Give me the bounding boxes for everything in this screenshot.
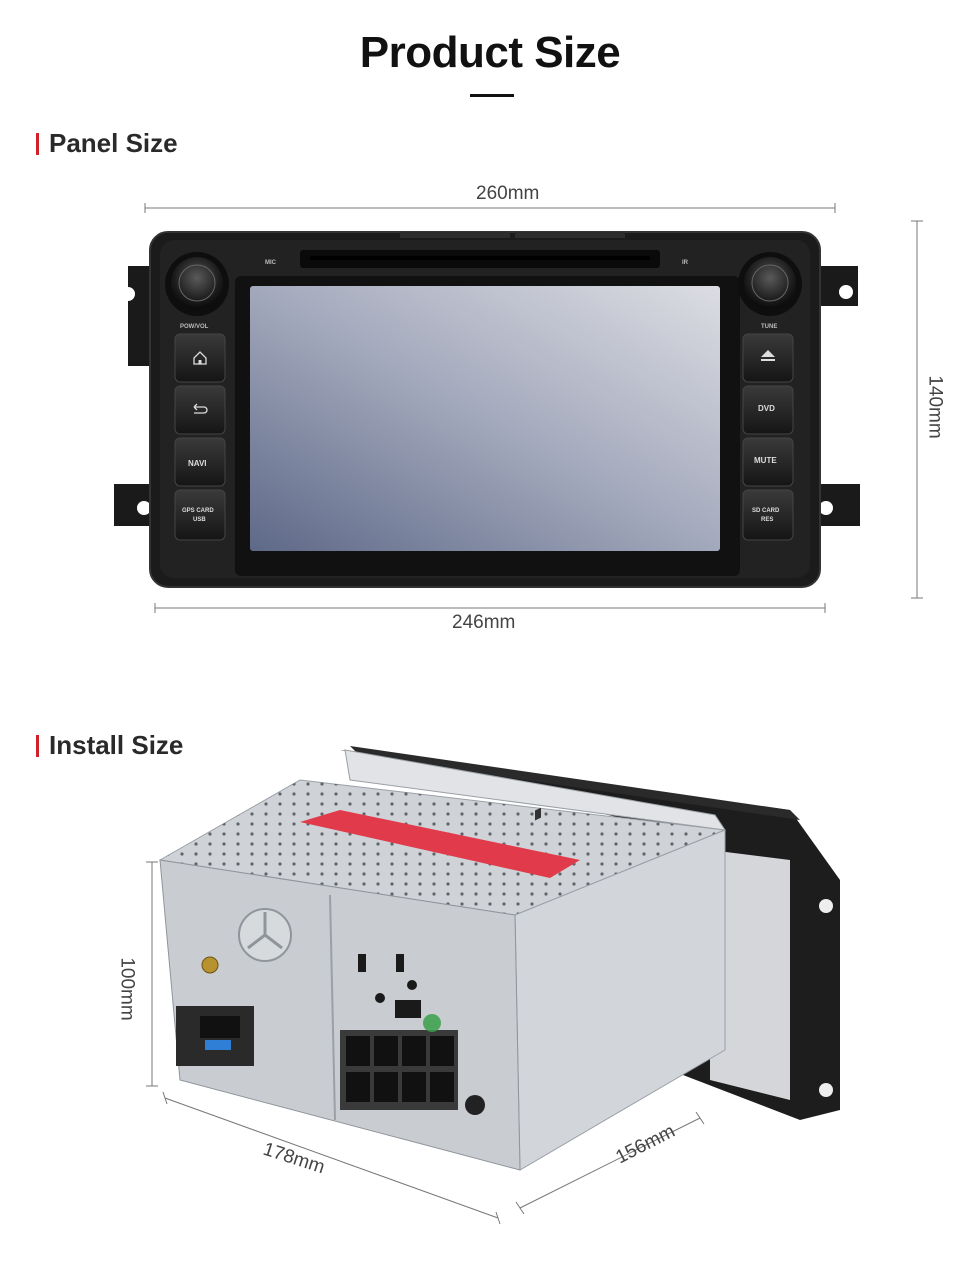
install-size-heading: Install Size <box>36 730 183 761</box>
home-icon <box>193 351 207 365</box>
left-button-column: NAVI GPS CARD USB <box>174 333 226 541</box>
heading-accent-bar <box>36 132 39 155</box>
ir-label: IR <box>682 260 689 266</box>
chassis-illustration <box>158 746 840 1171</box>
gps-card-label: GPS CARD <box>182 508 214 514</box>
res-label: RES <box>761 517 773 523</box>
panel-top-width-label: 260mm <box>476 183 540 204</box>
sd-card-label: SD CARD <box>752 508 780 514</box>
install-size-heading-text: Install Size <box>49 730 184 760</box>
title-underline <box>470 94 514 97</box>
pow-vol-label: POW/VOL <box>180 324 209 330</box>
panel-height-label: 140mm <box>924 375 946 439</box>
back-icon <box>193 403 208 414</box>
panel-size-heading: Panel Size <box>36 128 178 159</box>
mute-label: MUTE <box>754 456 777 465</box>
page-title: Product Size <box>359 28 621 77</box>
panel-bottom-dimension-line <box>154 603 826 613</box>
blue-fuse <box>205 1040 231 1050</box>
install-dimension-lines <box>146 861 705 1225</box>
navi-label: NAVI <box>188 459 207 468</box>
head-unit-panel: MIC IR POW/VOL TUNE NAVI GPS CARD USB <box>114 231 860 588</box>
eject-icon <box>761 350 775 361</box>
usb-label: USB <box>193 517 206 523</box>
heading-accent-bar <box>36 734 39 757</box>
right-button-column: DVD MUTE SD CARD RES <box>742 333 794 541</box>
dvd-label: DVD <box>758 404 775 413</box>
panel-size-heading-text: Panel Size <box>49 128 178 158</box>
install-height-label: 100mm <box>116 957 138 1021</box>
panel-top-dimension-line <box>144 203 836 213</box>
display-screen <box>250 286 720 551</box>
panel-height-dimension-line <box>911 220 923 599</box>
warning-sticker <box>300 810 580 878</box>
mic-label: MIC <box>265 260 277 266</box>
panel-bottom-width-label: 246mm <box>452 612 516 633</box>
tune-label: TUNE <box>761 324 777 330</box>
